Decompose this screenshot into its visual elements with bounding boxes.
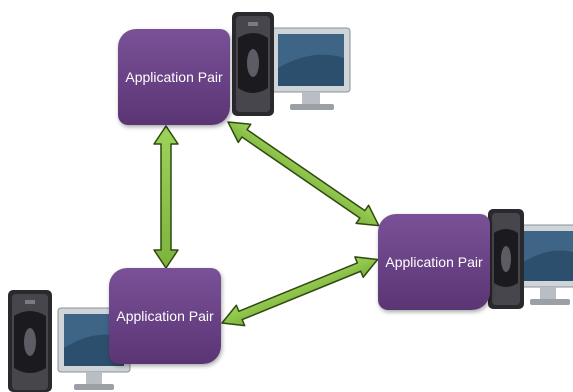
server-tower-icon bbox=[8, 290, 52, 392]
monitor-icon bbox=[515, 224, 573, 305]
node-label: Application Pair bbox=[116, 308, 214, 324]
node-label: Application Pair bbox=[125, 69, 223, 85]
server-tower-icon bbox=[488, 209, 524, 309]
server-tower-icon bbox=[232, 12, 274, 116]
node-label: Application Pair bbox=[385, 254, 483, 270]
application-pair-node-right[interactable]: Application Pair bbox=[378, 214, 490, 310]
application-pair-node-bottom-left[interactable]: Application Pair bbox=[109, 268, 221, 364]
arrow-top-to-right bbox=[227, 121, 380, 227]
monitor-icon bbox=[271, 27, 351, 110]
computer-icon-right bbox=[488, 209, 573, 309]
arrow-bottom-left-to-right bbox=[221, 256, 379, 327]
application-pair-node-top[interactable]: Application Pair bbox=[118, 29, 230, 125]
arrow-top-to-bottom-left bbox=[153, 125, 179, 269]
computer-icon-top bbox=[232, 12, 351, 116]
